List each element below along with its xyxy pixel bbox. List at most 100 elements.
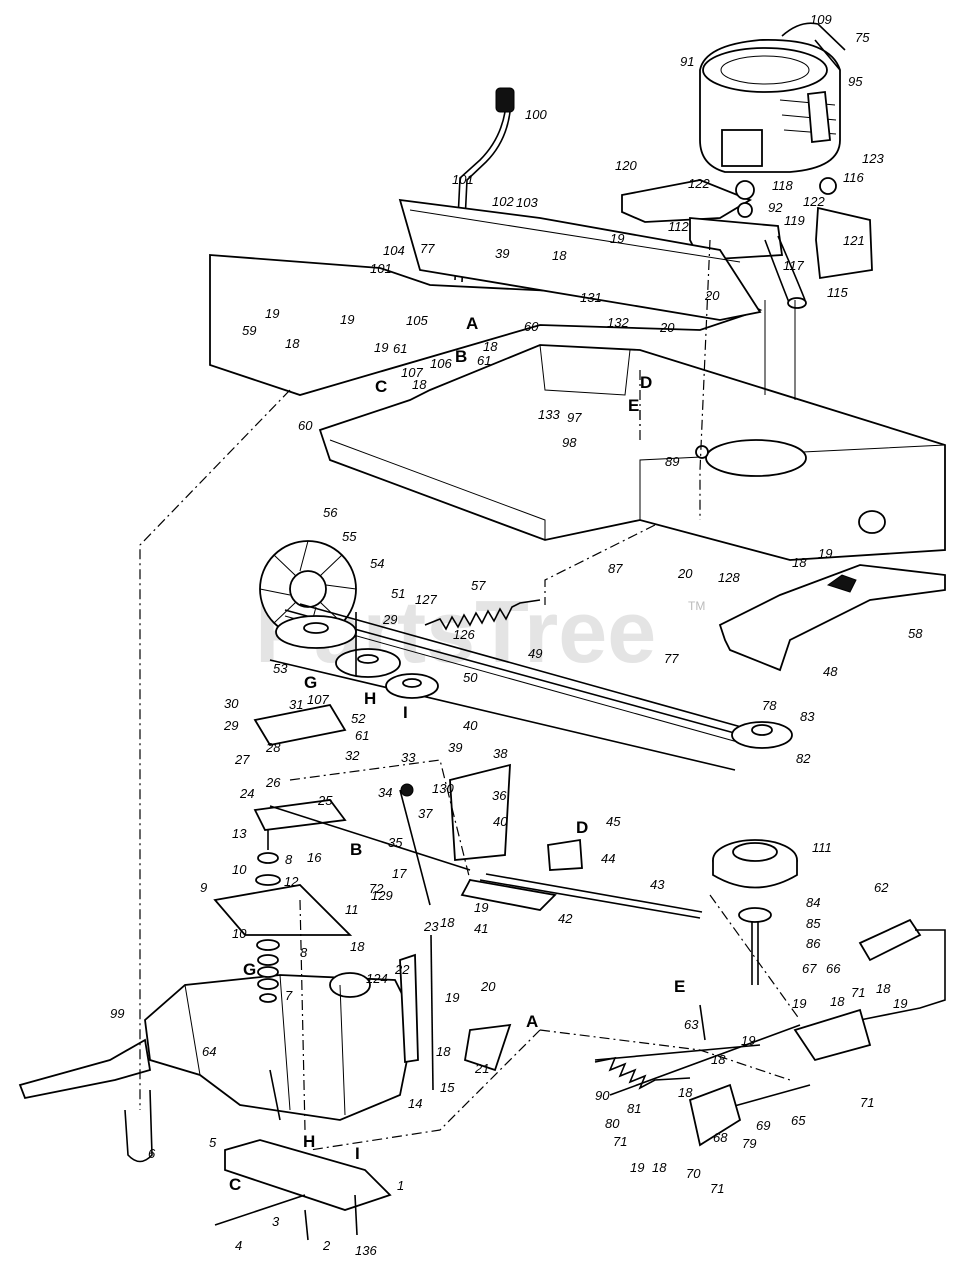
- reference-letter-E: E: [674, 977, 685, 996]
- part-callout-40: 40: [463, 718, 478, 733]
- part-callout-58: 58: [908, 626, 923, 641]
- part-callout-18: 18: [652, 1160, 667, 1175]
- part-callout-7: 7: [285, 988, 293, 1003]
- part-callout-19: 19: [818, 546, 832, 561]
- part-callout-20: 20: [659, 320, 675, 335]
- reference-letter-D: D: [576, 818, 588, 837]
- part-callout-39: 39: [495, 246, 509, 261]
- brake-linkage: [213, 703, 703, 936]
- transaxle-stack-washers: [255, 830, 281, 1003]
- part-callout-32: 32: [345, 748, 360, 763]
- reference-letter-A: A: [466, 314, 478, 333]
- reference-letter-G: G: [243, 960, 256, 979]
- engine: [699, 39, 841, 173]
- part-callout-1: 1: [397, 1178, 404, 1193]
- part-callout-33: 33: [401, 750, 416, 765]
- part-callout-50: 50: [463, 670, 478, 685]
- part-callout-18: 18: [552, 248, 567, 263]
- part-callout-16: 16: [307, 850, 322, 865]
- transaxle-bracket: [214, 1139, 392, 1241]
- part-callout-118: 118: [772, 178, 793, 193]
- part-callout-34: 34: [378, 785, 392, 800]
- part-callout-66: 66: [826, 961, 841, 976]
- part-callout-18: 18: [876, 981, 891, 996]
- part-callout-105: 105: [406, 313, 428, 328]
- part-callout-18: 18: [483, 339, 498, 354]
- reference-letter-B: B: [455, 347, 467, 366]
- shift-lever: [454, 87, 515, 283]
- part-callout-57: 57: [471, 578, 486, 593]
- part-callout-53: 53: [273, 661, 288, 676]
- part-callout-87: 87: [608, 561, 623, 576]
- idler-pulley-bracket: [718, 564, 946, 672]
- part-callout-3: 3: [272, 1214, 280, 1229]
- reference-letter-H: H: [364, 689, 376, 708]
- part-callout-102: 102: [492, 194, 514, 209]
- part-callout-45: 45: [606, 814, 621, 829]
- part-callout-42: 42: [558, 911, 573, 926]
- part-callout-15: 15: [440, 1080, 455, 1095]
- part-callout-19: 19: [741, 1033, 755, 1048]
- part-callout-56: 56: [323, 505, 338, 520]
- part-callout-25: 25: [317, 793, 333, 808]
- pulley-assembly: [275, 612, 439, 699]
- part-callout-60: 60: [298, 418, 313, 433]
- part-callout-90: 90: [595, 1088, 610, 1103]
- part-callout-81: 81: [627, 1101, 641, 1116]
- part-callout-103: 103: [516, 195, 538, 210]
- part-callout-41: 41: [474, 921, 488, 936]
- part-callout-71: 71: [851, 985, 865, 1000]
- part-callout-127: 127: [415, 592, 437, 607]
- part-callout-31: 31: [289, 697, 303, 712]
- part-callout-18: 18: [792, 555, 807, 570]
- part-callout-19: 19: [265, 306, 279, 321]
- shift-arm: [399, 934, 512, 1091]
- part-callout-124: 124: [366, 971, 388, 986]
- part-callout-60: 60: [524, 319, 539, 334]
- part-callout-26: 26: [265, 775, 281, 790]
- part-callout-79: 79: [742, 1136, 756, 1151]
- part-callout-126: 126: [453, 627, 475, 642]
- part-callout-128: 128: [718, 570, 740, 585]
- part-callout-19: 19: [610, 231, 624, 246]
- part-callout-121: 121: [843, 233, 865, 248]
- part-callout-130: 130: [432, 781, 454, 796]
- pedal-assembly: [594, 918, 946, 1147]
- part-callout-61: 61: [477, 353, 491, 368]
- part-callout-120: 120: [615, 158, 637, 173]
- part-callout-95: 95: [848, 74, 863, 89]
- part-callout-20: 20: [480, 979, 496, 994]
- part-callout-4: 4: [235, 1238, 242, 1253]
- part-callout-28: 28: [265, 740, 281, 755]
- part-callout-51: 51: [391, 586, 405, 601]
- reference-letter-D: D: [640, 373, 652, 392]
- part-callout-62: 62: [874, 880, 889, 895]
- part-callout-98: 98: [562, 435, 577, 450]
- part-callout-104: 104: [383, 243, 405, 258]
- reference-letter-I: I: [403, 703, 408, 722]
- part-callout-75: 75: [855, 30, 870, 45]
- part-callout-116: 116: [843, 170, 864, 185]
- exhaust-pipe: [764, 235, 807, 309]
- part-callout-18: 18: [830, 994, 845, 1009]
- part-callout-27: 27: [234, 752, 250, 767]
- throttle-cable: [781, 22, 846, 71]
- part-callout-18: 18: [412, 377, 427, 392]
- part-callout-68: 68: [713, 1130, 728, 1145]
- electric-clutch: [712, 839, 798, 985]
- part-callout-18: 18: [285, 336, 300, 351]
- part-callout-44: 44: [601, 851, 615, 866]
- part-callout-14: 14: [408, 1096, 422, 1111]
- part-callout-117: 117: [783, 258, 804, 273]
- part-callout-71: 71: [613, 1134, 627, 1149]
- reference-letter-C: C: [375, 377, 387, 396]
- part-callout-84: 84: [806, 895, 820, 910]
- part-callout-5: 5: [209, 1135, 217, 1150]
- part-callout-24: 24: [239, 786, 254, 801]
- part-callout-52: 52: [351, 711, 366, 726]
- part-callout-72: 72: [369, 881, 384, 896]
- part-callout-11: 11: [345, 902, 359, 917]
- part-callout-86: 86: [806, 936, 821, 951]
- part-callout-132: 132: [607, 315, 629, 330]
